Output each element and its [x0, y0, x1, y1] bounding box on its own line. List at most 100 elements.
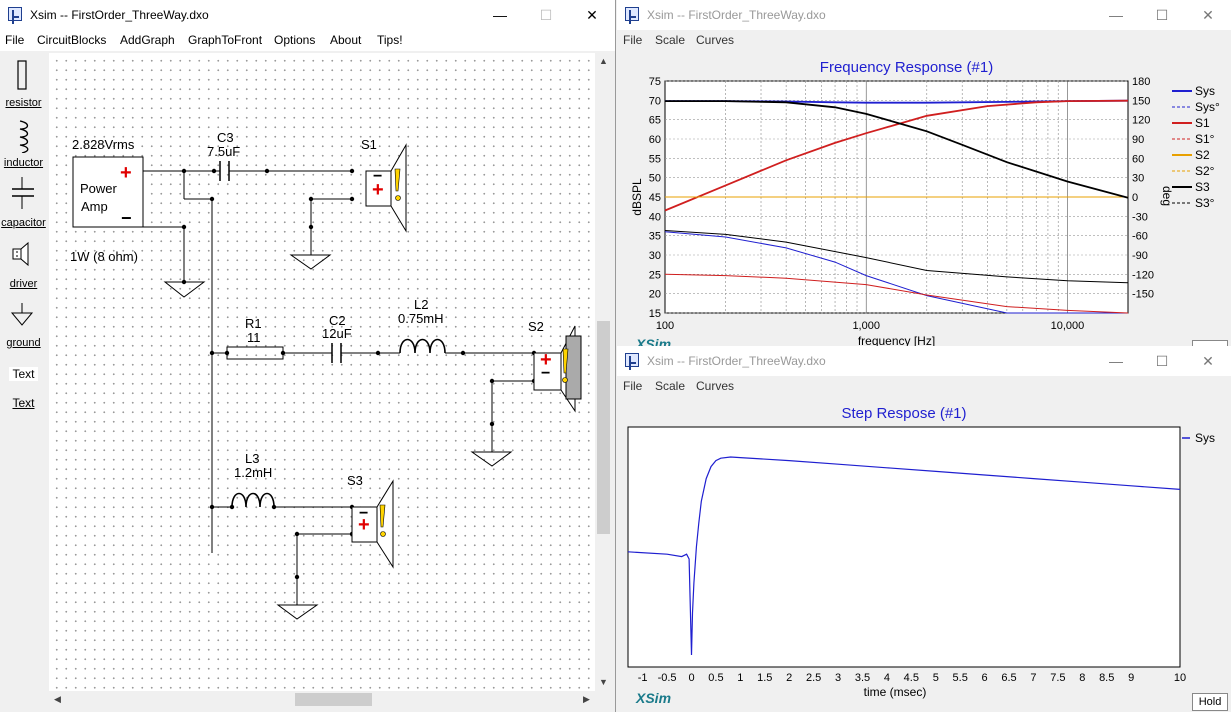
vertical-scroll-thumb[interactable] [597, 321, 610, 534]
step-xaxis-label: time (msec) [864, 685, 927, 699]
tool-text-label: Text [12, 396, 35, 410]
step-xtick-label: 3 [835, 672, 841, 684]
driver-icon [12, 241, 29, 267]
amp-load-label: 1W (8 ohm) [70, 249, 138, 264]
step-menu-curves[interactable]: Curves [696, 379, 735, 393]
frequency-response-window: Xsim -- FirstOrder_ThreeWay.dxo — ☐ ✕ Fi… [617, 0, 1231, 346]
freq-hold-button-partial[interactable] [1192, 340, 1228, 346]
step-xtick-label: 4 [884, 672, 890, 684]
freq-ytick-label: 55 [649, 153, 661, 165]
driver-s1[interactable] [365, 143, 407, 233]
tool-ground[interactable]: ground [0, 301, 47, 353]
menu-options[interactable]: Options [274, 33, 316, 47]
tool-resistor-label: resistor [5, 97, 42, 109]
l2-inductor[interactable] [399, 338, 446, 354]
freq-ytick-label: 45 [649, 192, 661, 204]
power-amp[interactable] [72, 156, 144, 228]
freq-y2tick-label: 60 [1132, 153, 1144, 165]
freq-y2tick-label: -90 [1132, 250, 1148, 262]
tool-resistor[interactable]: resistor [0, 57, 47, 113]
freq-menu-scale[interactable]: Scale [655, 33, 686, 47]
step-maximize-button[interactable]: ☐ [1155, 353, 1169, 369]
vertical-scrollbar[interactable]: ▲ ▼ [595, 53, 612, 691]
freq-ytick-label: 60 [649, 134, 661, 146]
freq-series-s3-phase [664, 230, 1129, 284]
tool-capacitor[interactable]: capacitor [0, 175, 47, 231]
menu-file[interactable]: File [5, 33, 25, 47]
amp-voltage-label: 2.828Vrms [72, 137, 135, 152]
horizontal-scroll-thumb[interactable] [295, 693, 372, 706]
tool-text[interactable]: Text [0, 396, 47, 414]
step-xtick-label: 8.5 [1099, 672, 1114, 684]
menu-graphtofront[interactable]: GraphToFront [188, 33, 263, 47]
scroll-right-icon[interactable]: ▶ [583, 694, 590, 704]
freq-titlebar[interactable]: Xsim -- FirstOrder_ThreeWay.dxo — ☐ ✕ [617, 0, 1231, 30]
scroll-up-icon[interactable]: ▲ [599, 56, 608, 66]
step-menu-scale[interactable]: Scale [655, 379, 686, 393]
step-series-sys [627, 456, 1181, 656]
capacitor-icon [12, 177, 34, 209]
component-toolbar: resistor inductor capacitor driver groun… [0, 51, 47, 712]
r1-name-label: R1 [245, 316, 262, 331]
c3-value-label: 7.5uF [207, 144, 241, 159]
freq-y2tick-label: 150 [1132, 95, 1150, 107]
horizontal-scrollbar[interactable]: ◀ ▶ [49, 691, 612, 708]
tool-driver-label: driver [9, 278, 38, 290]
menu-about[interactable]: About [330, 33, 362, 47]
menu-addgraph[interactable]: AddGraph [120, 33, 175, 47]
step-xtick-label: -0.5 [658, 672, 677, 684]
s2-plus-sign: + [540, 349, 552, 371]
freq-y2tick-label: 0 [1132, 192, 1138, 204]
step-titlebar[interactable]: Xsim -- FirstOrder_ThreeWay.dxo — ☐ ✕ [617, 346, 1231, 376]
step-xtick-label: 10 [1174, 672, 1186, 684]
tool-driver[interactable]: driver [0, 241, 47, 293]
freq-menu-curves[interactable]: Curves [696, 33, 735, 47]
freq-chart-title: Frequency Response (#1) [820, 59, 993, 76]
freq-yaxis-label: dBSPL [630, 178, 644, 216]
schematic-drawing [72, 143, 582, 620]
freq-window-title: Xsim -- FirstOrder_ThreeWay.dxo [647, 8, 826, 22]
menu-tips[interactable]: Tips! [377, 33, 403, 47]
step-chart-title: Step Respose (#1) [841, 405, 966, 422]
freq-series-sys-phase [664, 231, 1128, 314]
schematic-titlebar[interactable]: Xsim -- FirstOrder_ThreeWay.dxo — ☐ ✕ [0, 0, 615, 30]
step-xtick-label: 5 [933, 672, 939, 684]
driver-s2[interactable] [533, 325, 582, 413]
step-xtick-label: 4.5 [904, 672, 919, 684]
step-menubar: File Scale Curves [617, 376, 1231, 397]
step-close-button[interactable]: ✕ [1202, 353, 1214, 369]
schematic-canvas[interactable]: 2.828Vrms Power Amp + − 1W (8 ohm) C3 7.… [49, 53, 595, 691]
step-xtick-label: 8 [1079, 672, 1085, 684]
freq-ytick-label: 50 [649, 173, 661, 185]
tool-inductor[interactable]: inductor [0, 117, 47, 173]
minimize-button[interactable]: — [493, 7, 507, 23]
freq-menu-file[interactable]: File [623, 33, 643, 47]
xsim-app-icon [8, 7, 22, 21]
l2-name-label: L2 [414, 297, 429, 312]
scroll-left-icon[interactable]: ◀ [54, 694, 61, 704]
close-button[interactable]: ✕ [586, 7, 598, 23]
frequency-response-chart[interactable]: 15202530354045505560657075-150-120-90-60… [617, 51, 1231, 346]
scroll-down-icon[interactable]: ▼ [599, 677, 608, 687]
step-menu-file[interactable]: File [623, 379, 643, 393]
freq-ytick-label: 65 [649, 115, 661, 127]
step-minimize-button[interactable]: — [1109, 353, 1123, 369]
hold-button[interactable]: Hold [1192, 693, 1228, 711]
driver-s3[interactable] [351, 479, 394, 569]
s1-name-label: S1 [361, 137, 377, 152]
freq-close-button[interactable]: ✕ [1202, 7, 1214, 23]
resistor-icon [17, 60, 27, 90]
l3-inductor[interactable] [231, 492, 275, 508]
freq-maximize-button[interactable]: ☐ [1155, 7, 1169, 23]
freq-y2tick-label: -120 [1132, 269, 1154, 281]
tool-text-plain[interactable]: Text [0, 367, 47, 385]
menu-circuitblocks[interactable]: CircuitBlocks [37, 33, 107, 47]
freq-y2tick-label: 30 [1132, 173, 1144, 185]
s3-minus-sign: − [359, 505, 369, 522]
freq-legend-label: S3 [1195, 180, 1210, 194]
freq-menubar: File Scale Curves [617, 30, 1231, 51]
freq-legend-label: S3° [1195, 196, 1215, 210]
freq-minimize-button[interactable]: — [1109, 7, 1123, 23]
c3-name-label: C3 [217, 130, 234, 145]
